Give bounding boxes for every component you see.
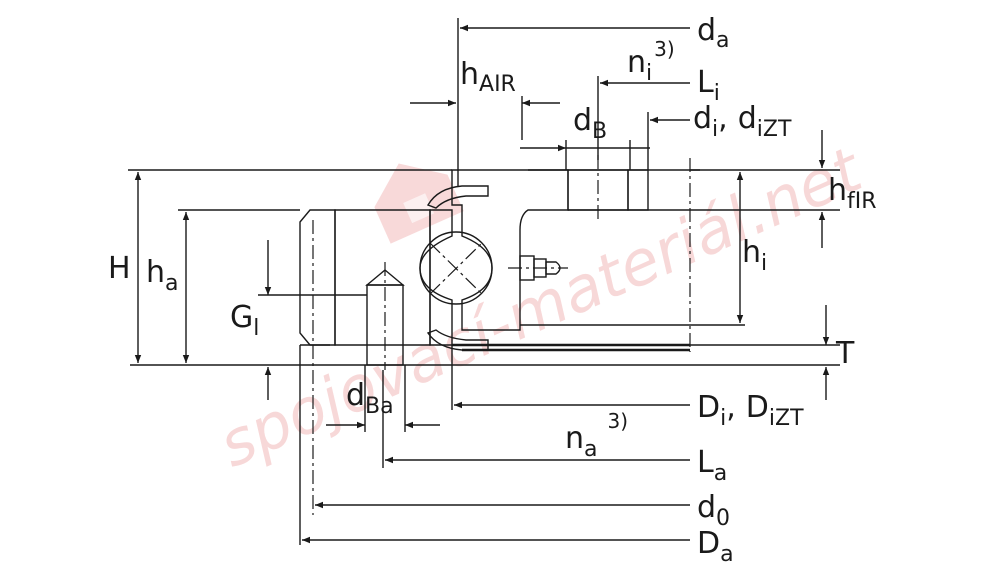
label-hAIR: hAIR: [460, 57, 516, 97]
inner-extension: [312, 155, 760, 515]
grease-nipple: [508, 255, 568, 281]
top-dimensions: [410, 18, 690, 186]
label-d0: d0: [697, 490, 730, 531]
label-H: H: [108, 251, 131, 286]
ball: [419, 231, 493, 305]
label-di: di,diZT: [693, 101, 792, 142]
label-ha: ha: [146, 255, 179, 296]
left-dimensions: [128, 169, 452, 400]
label-dBa: dBa: [346, 378, 394, 419]
label-hfIR: hfIR: [828, 173, 877, 214]
label-Da: Da: [697, 526, 734, 567]
labels: da ni3) hAIR Li dB di,diZT hfIR H ha hi …: [108, 13, 877, 567]
bottom-dimensions: [299, 345, 690, 545]
label-da: da: [697, 13, 730, 53]
label-na: na3): [565, 409, 628, 462]
label-hi: hi: [742, 235, 767, 276]
watermark-logo: [374, 163, 464, 244]
label-T: T: [835, 336, 855, 371]
label-Gl: Gl: [230, 300, 259, 341]
right-dimensions: [690, 130, 840, 400]
seals: [426, 185, 489, 351]
label-La: La: [697, 445, 727, 486]
label-dB: dB: [573, 103, 607, 144]
base-lines: [130, 343, 840, 366]
label-Li: Li: [697, 65, 720, 106]
label-ni: ni3): [627, 37, 675, 86]
label-Di: Di,DiZT: [697, 390, 804, 431]
